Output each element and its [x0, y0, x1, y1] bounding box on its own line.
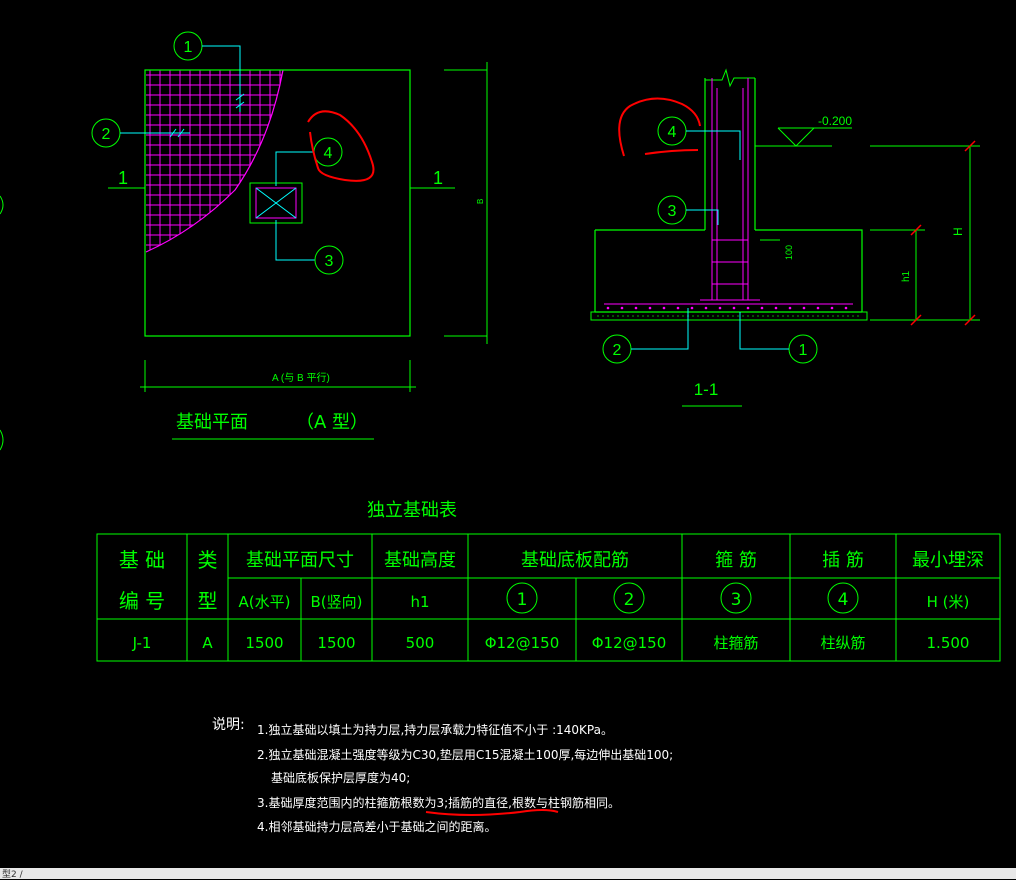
hdr-a: A(水平): [239, 593, 291, 611]
red-annotation-section: [618, 97, 701, 157]
hdr-height: 基础高度: [384, 550, 456, 571]
red-annotation-plan: [307, 110, 375, 182]
note-line-4: 4.相邻基础持力层高差小于基础之间的距离。: [257, 819, 496, 834]
note-line-1: 1.独立基础以填土为持力层,持力层承载力特征值不小于 :140KPa。: [257, 722, 613, 737]
red-underline: [425, 809, 559, 816]
dim-b-label: B: [476, 199, 485, 204]
cell-0-8: 柱纵筋: [820, 634, 865, 652]
bedding-layer: [590, 311, 868, 321]
cell-0-1: A: [202, 634, 213, 652]
cell-0-7: 柱箍筋: [713, 634, 758, 652]
dim-h1-label: h1: [901, 270, 912, 282]
dim-a-label: A (与 B 平行): [272, 371, 330, 384]
cell-0-4: 500: [406, 634, 435, 652]
dim-100: 100: [784, 245, 794, 260]
cell-0-6: Φ12@150: [592, 634, 667, 652]
plan-callout-4: 4: [324, 145, 333, 162]
hdr-min-depth: 最小埋深: [912, 550, 984, 571]
cell-0-5: Φ12@150: [485, 634, 560, 652]
note-line-2: 2.独立基础混凝土强度等级为C30,垫层用C15混凝土100厚,每边伸出基础10…: [257, 747, 673, 762]
status-text: 型2 /: [2, 870, 23, 880]
dim-h-label: H: [951, 227, 965, 236]
plan-callout-1: 1: [184, 39, 193, 56]
column-stirrup: [255, 187, 297, 219]
section-callout-1: 1: [799, 342, 808, 359]
hdr-h-m: H (米): [927, 593, 970, 611]
notes-label: 说明:: [212, 717, 245, 733]
note-line-3: 3.基础厚度范围内的柱箍筋根数为3;插筋的直径,根数与柱钢筋相同。: [257, 795, 620, 810]
hdr-circle-4: 4: [838, 590, 849, 610]
section-callout-3: 3: [668, 203, 677, 220]
cell-0-2: 1500: [245, 634, 283, 652]
hatch-break-line: [145, 69, 284, 253]
cell-0-9: 1.500: [927, 634, 970, 652]
plan-title: 基础平面: [176, 412, 248, 433]
cell-0-3: 1500: [317, 634, 355, 652]
hdr-h1: h1: [410, 593, 429, 611]
hdr-lei: 类: [198, 548, 218, 572]
plan-type-tag: （A 型）: [296, 412, 368, 433]
section-1-1: -0.200 100 H h1 4 3 2 1: [590, 68, 980, 407]
section-callout-4: 4: [668, 124, 677, 141]
hdr-bianhao: 编 号: [119, 589, 165, 613]
hdr-jichu: 基 础: [119, 548, 165, 572]
hdr-dowel: 插 筋: [822, 550, 864, 571]
note-line-2b: 基础底板保护层厚度为40;: [271, 770, 410, 785]
section-mark-right: 1: [433, 168, 443, 188]
hdr-bottom-rebar: 基础底板配筋: [521, 550, 629, 571]
notes: 说明: 1.独立基础以填土为持力层,持力层承载力特征值不小于 :140KPa。 …: [212, 717, 673, 834]
section-title: 1-1: [694, 380, 719, 399]
section-callout-2: 2: [613, 342, 622, 359]
plan-callout-3: 3: [325, 253, 334, 270]
hdr-circle-2: 2: [624, 590, 635, 610]
elevation-label: -0.200: [818, 114, 852, 128]
hdr-circle-3: 3: [731, 590, 742, 610]
status-bar: 型2 /: [0, 868, 1016, 880]
cell-0-0: J-1: [132, 634, 152, 652]
plan-callout-2: 2: [102, 126, 111, 143]
hdr-b: B(竖向): [311, 593, 363, 611]
foundation-table: 独立基础表 基 础编 号 类型 基础平面尺寸 基础高度 基础底板配筋 箍 筋 插 筋 最小埋深…: [96, 500, 1001, 662]
hdr-stirrup: 箍 筋: [715, 550, 757, 571]
footing-outline: [144, 69, 411, 337]
section-mark-left: 1: [118, 168, 128, 188]
hdr-xing: 型: [198, 589, 218, 613]
hdr-plan-size: 基础平面尺寸: [246, 550, 354, 571]
table-title: 独立基础表: [367, 500, 457, 521]
hdr-circle-1: 1: [517, 590, 528, 610]
